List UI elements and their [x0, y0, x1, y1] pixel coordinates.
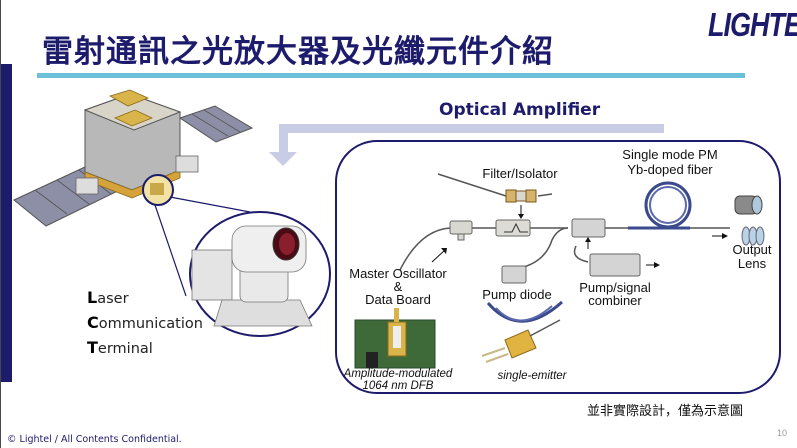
filter-component: [495, 219, 531, 237]
combiner-component: [571, 218, 606, 238]
satellite-illustration: [13, 89, 254, 227]
lct-acronym: Laser Communication Terminal: [87, 286, 203, 361]
lct-line-communication: Communication: [87, 311, 203, 336]
single-emitter-diode: [481, 319, 561, 363]
isolator-component: [449, 220, 473, 235]
lightel-logo: LIGHTEL: [708, 6, 797, 44]
lens-label: Lens: [737, 256, 767, 271]
dfb-data-board: [354, 308, 436, 369]
dfb-label-line1: Amplitude-modulated: [343, 368, 453, 380]
single-emitter-label: single-emitter: [497, 370, 567, 382]
combiner-label: combiner: [588, 293, 642, 308]
lct-initial-c: C: [87, 313, 99, 332]
lct-line-laser: Laser: [87, 286, 203, 311]
lct-line-terminal: Terminal: [87, 336, 203, 361]
lct-rest-terminal: erminal: [97, 341, 153, 357]
page-number: 10: [777, 428, 788, 438]
lct-initial-t: T: [87, 338, 98, 357]
dfb-label-line2: 1064 nm DFB: [362, 380, 434, 392]
output-lens: [734, 195, 765, 246]
lct-rest-communication: ommunication: [98, 316, 203, 332]
solar-panel-right: [178, 105, 254, 143]
laser-terminal-closeup: [189, 211, 331, 337]
disclaimer-note: 並非實際設計，僅為示意圖: [587, 404, 744, 419]
output-label: Output: [732, 242, 772, 257]
flow-arrow-shaft: [279, 124, 664, 133]
fiber-label-line1: Single mode PM: [622, 147, 718, 162]
title-underline: [37, 73, 745, 78]
master-oscillator-label: Master Oscillator: [349, 266, 447, 281]
copyright-footer: © Lightel / All Contents Confidential.: [7, 434, 182, 445]
page-title: 雷射通訊之光放大器及光纖元件介紹: [42, 34, 554, 70]
optical-amplifier-heading: Optical Amplifier: [439, 100, 601, 120]
pump-diode-label: Pump diode: [482, 287, 552, 302]
pump-signal-label: Pump/signal: [579, 280, 651, 295]
ampersand-label: &: [393, 279, 403, 294]
pump-signal-combiner: [589, 253, 641, 277]
lct-rest-laser: aser: [97, 291, 129, 307]
data-board-label: Data Board: [365, 292, 431, 307]
flow-arrow-head-icon: [269, 152, 297, 166]
amplifier-diagram-frame: [335, 140, 781, 394]
yb-fiber-coil: [628, 181, 692, 230]
filter-isolator-label: Filter/Isolator: [482, 166, 558, 181]
slide-left-edge: [0, 0, 1, 448]
accent-sidebar: [1, 64, 12, 382]
pump-diode-component: [501, 265, 527, 284]
fiber-label-line2: Yb-doped fiber: [627, 162, 713, 177]
filter-isolator-part: [505, 189, 537, 203]
flow-arrow-stem: [279, 124, 288, 154]
lct-initial-l: L: [87, 288, 98, 307]
